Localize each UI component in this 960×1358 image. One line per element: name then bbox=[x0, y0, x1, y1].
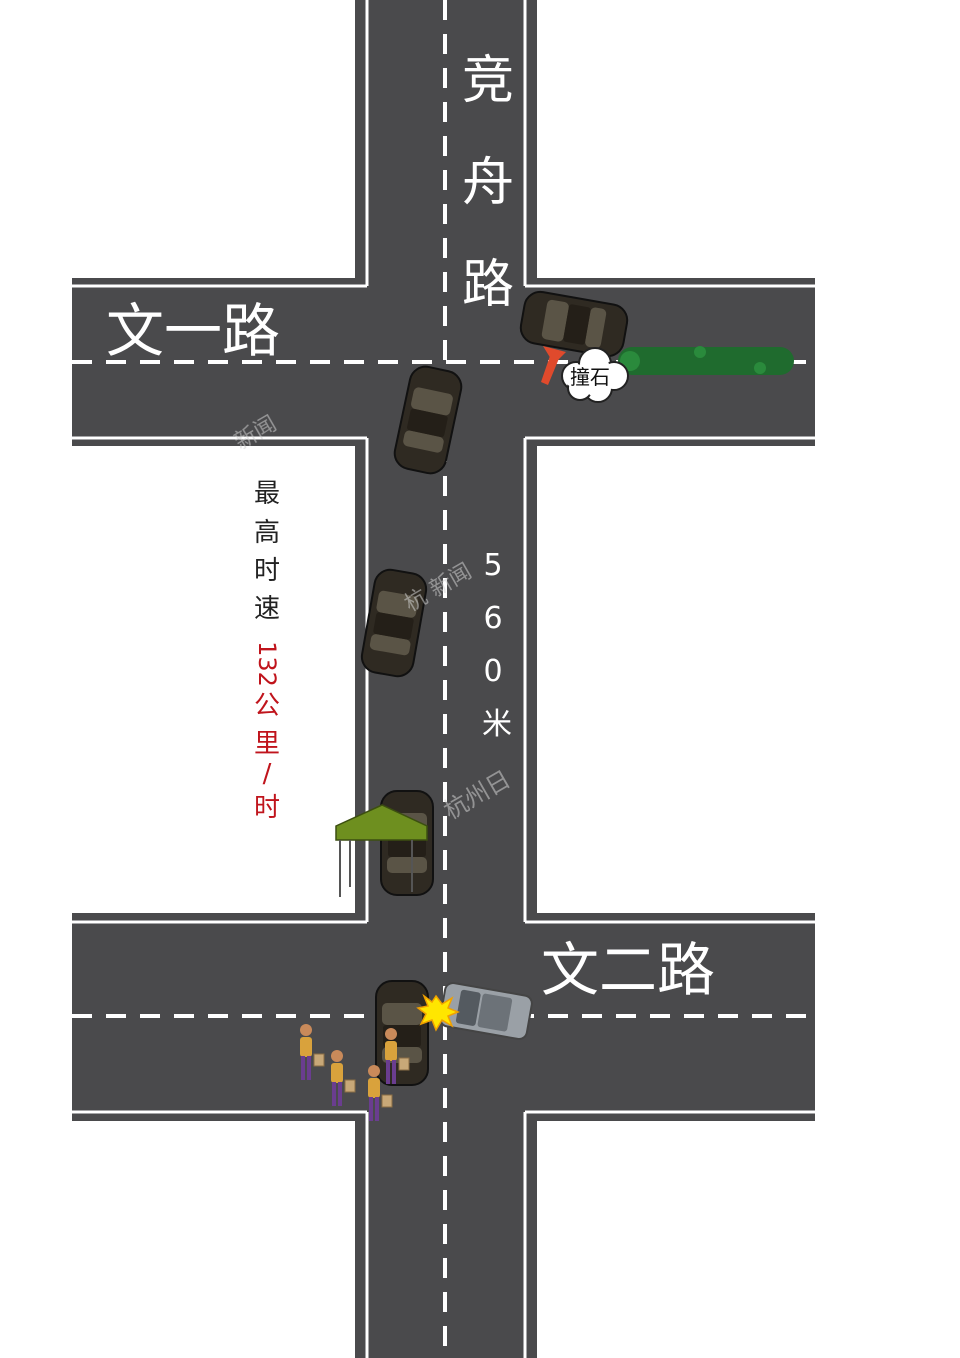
road-edge-lines bbox=[72, 0, 815, 1358]
vertical-road-name-char-3: 路 bbox=[462, 255, 514, 315]
tent bbox=[335, 804, 428, 897]
distance-char-2: 6 bbox=[483, 601, 502, 636]
speed-label: 最 高 时 速 132 公 里 / 时 bbox=[253, 479, 281, 823]
impact-cloud: 撞石 bbox=[561, 347, 629, 403]
collision-flash bbox=[416, 993, 461, 1032]
top-cross-road-name: 文一路 bbox=[106, 297, 280, 365]
vertical-road-name: 竞 舟 路 bbox=[462, 51, 514, 315]
car-3 bbox=[380, 790, 434, 896]
vertical-road-name-char-1: 竞 bbox=[462, 51, 514, 111]
speed-char-4: 速 bbox=[254, 594, 280, 624]
speed-unit-char-1: 公 bbox=[254, 691, 280, 721]
speed-char-3: 时 bbox=[254, 556, 280, 586]
speed-unit-char-3: / bbox=[263, 759, 272, 789]
distance-label: 5 6 0 米 bbox=[482, 548, 512, 742]
distance-char-1: 5 bbox=[483, 548, 502, 583]
distance-char-3: 0 bbox=[483, 654, 502, 689]
distance-char-4: 米 bbox=[482, 707, 512, 742]
speed-char-1: 最 bbox=[254, 479, 280, 509]
road-surface bbox=[72, 0, 815, 1358]
speed-value: 132 bbox=[253, 641, 281, 687]
vertical-road-name-char-2: 舟 bbox=[462, 153, 514, 213]
speed-unit-char-2: 里 bbox=[254, 729, 280, 759]
speed-char-2: 高 bbox=[254, 518, 280, 548]
bottom-cross-road-name: 文二路 bbox=[541, 936, 715, 1004]
impact-label: 撞石 bbox=[570, 365, 610, 389]
green-hedge bbox=[618, 346, 794, 375]
direction-arrow bbox=[541, 346, 566, 385]
suv-car bbox=[439, 981, 533, 1041]
speed-unit-char-4: 时 bbox=[254, 793, 280, 823]
